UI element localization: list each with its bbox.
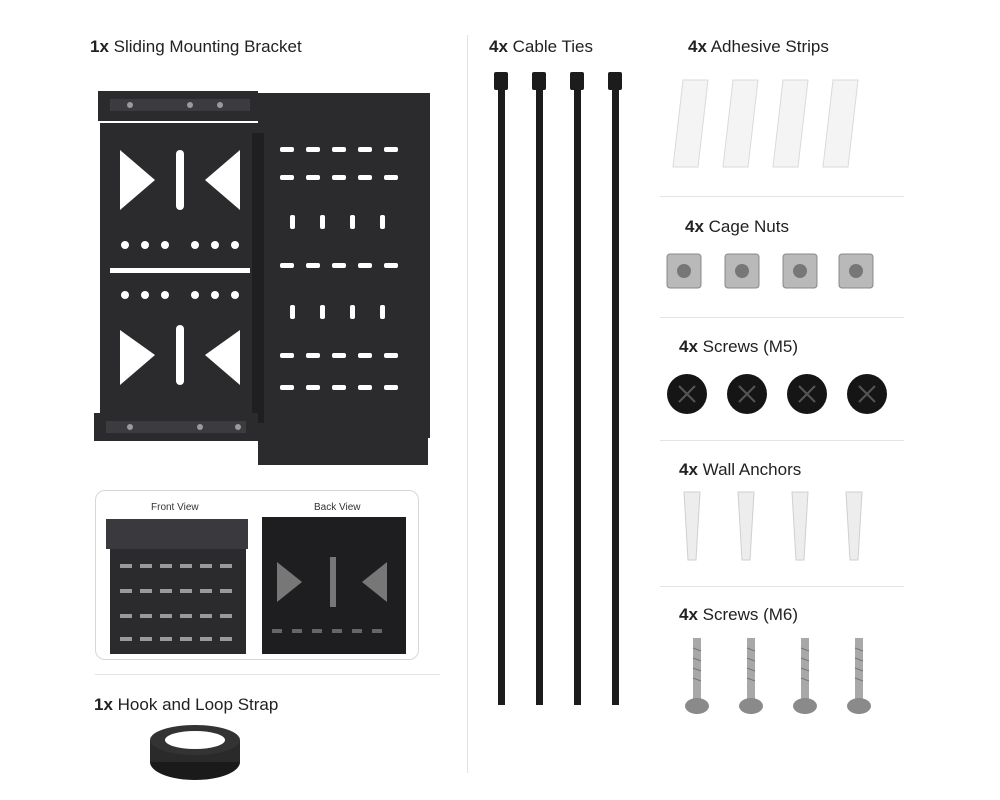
label-bracket: 1x Sliding Mounting Bracket: [90, 37, 302, 56]
divider-3: [660, 440, 904, 441]
front-view-caption: Front View: [151, 502, 199, 513]
label-anchors: 4x Wall Anchors: [679, 460, 802, 479]
label-cage-nuts: 4x Cage Nuts: [685, 217, 789, 236]
cage-nuts-image: [666, 253, 874, 289]
wall-anchors-image: [683, 491, 863, 561]
views-inset: Front View Back View: [95, 490, 419, 660]
divider-4: [660, 586, 904, 587]
column-divider: [467, 35, 468, 773]
label-screws-m5: 4x Screws (M5): [679, 337, 799, 356]
label-cable-ties: 4x Cable Ties: [489, 37, 593, 56]
divider-left: [95, 674, 440, 675]
label-strap: 1x Hook and Loop Strap: [94, 695, 279, 714]
label-adhesive: 4x Adhesive Strips: [688, 37, 829, 56]
label-screws-m6: 4x Screws (M6): [679, 605, 799, 624]
strap-image: [150, 725, 240, 780]
adhesive-strips-image: [672, 79, 859, 168]
divider-1: [660, 196, 904, 197]
divider-2: [660, 317, 904, 318]
bracket-image: [94, 91, 430, 465]
back-view-caption: Back View: [314, 502, 361, 513]
cable-ties-image: [494, 72, 622, 705]
back-view-image: [262, 517, 406, 654]
screws-m6-image: [685, 638, 871, 714]
front-view-image: [106, 519, 248, 654]
screws-m5-image: [667, 374, 887, 414]
